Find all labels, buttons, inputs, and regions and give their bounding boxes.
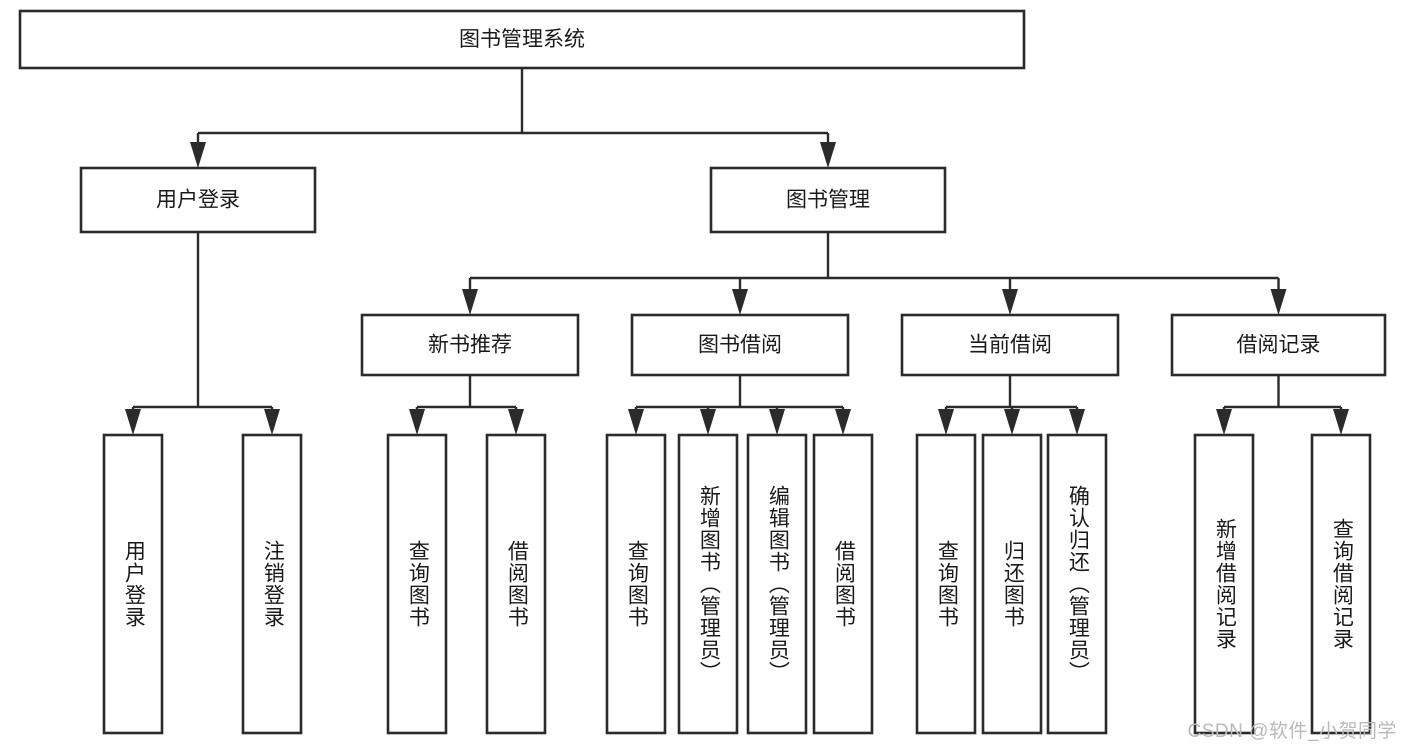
arrow-head-icon [264, 409, 280, 435]
level2-node-label: 借阅记录 [1237, 334, 1321, 357]
leaf-node-box[interactable] [241, 433, 303, 735]
arrow-head-icon [820, 142, 836, 168]
level2-node-label: 新书推荐 [428, 334, 512, 357]
leaf-node-box[interactable] [1310, 433, 1372, 735]
level2-node-box[interactable] [630, 313, 850, 377]
arrow-head-icon [769, 409, 785, 435]
root-node-box[interactable] [18, 9, 1026, 70]
arrow-head-icon [508, 409, 524, 435]
arrow-head-icon [1333, 409, 1349, 435]
leaf-node-9[interactable] [915, 433, 977, 735]
leaf-node-10[interactable] [981, 433, 1043, 735]
root-node-label: 图书管理系统 [459, 28, 585, 51]
level1-node-2[interactable]: 图书管理 [709, 166, 947, 234]
leaf-node-2[interactable] [241, 433, 303, 735]
arrow-head-icon [732, 289, 748, 315]
leaf-node-box[interactable] [677, 433, 739, 735]
leaf-node-13[interactable] [1310, 433, 1372, 735]
level1-node-box[interactable] [709, 166, 947, 234]
arrow-head-icon [835, 409, 851, 435]
leaf-node-12[interactable] [1193, 433, 1255, 735]
arrow-head-icon [628, 409, 644, 435]
arrow-head-icon [700, 409, 716, 435]
leaf-node-11[interactable] [1046, 433, 1108, 735]
level2-node-2[interactable]: 图书借阅 [630, 313, 850, 377]
arrow-head-icon [409, 409, 425, 435]
leaf-node-box[interactable] [981, 433, 1043, 735]
level2-node-box[interactable] [900, 313, 1120, 377]
leaf-node-1[interactable] [102, 433, 164, 735]
level1-node-1[interactable]: 用户登录 [79, 166, 317, 234]
leaf-node-box[interactable] [746, 433, 808, 735]
level1-node-label: 用户登录 [156, 189, 240, 212]
leaf-node-4[interactable] [485, 433, 547, 735]
connector-layer [125, 68, 1349, 435]
arrow-head-icon [938, 409, 954, 435]
arrow-head-icon [190, 142, 206, 168]
leaf-node-3[interactable] [386, 433, 448, 735]
level2-node-1[interactable]: 新书推荐 [360, 313, 580, 377]
leaf-node-box[interactable] [1046, 433, 1108, 735]
level2-node-box[interactable] [1170, 313, 1387, 377]
watermark-label: CSDN @软件_小贺同学 [1187, 721, 1397, 742]
leaf-node-box[interactable] [915, 433, 977, 735]
leaf-node-box[interactable] [386, 433, 448, 735]
leaf-node-box[interactable] [1193, 433, 1255, 735]
leaf-node-7[interactable] [746, 433, 808, 735]
level2-node-4[interactable]: 借阅记录 [1170, 313, 1387, 377]
root-node-1[interactable]: 图书管理系统 [18, 9, 1026, 70]
leaf-node-8[interactable] [812, 433, 874, 735]
leaf-node-5[interactable] [605, 433, 667, 735]
leaf-node-box[interactable] [812, 433, 874, 735]
level2-node-box[interactable] [360, 313, 580, 377]
level2-node-label: 图书借阅 [698, 334, 782, 357]
level2-node-3[interactable]: 当前借阅 [900, 313, 1120, 377]
leaf-node-box[interactable] [605, 433, 667, 735]
arrow-head-icon [1270, 289, 1287, 315]
level1-node-box[interactable] [79, 166, 317, 234]
arrow-head-icon [462, 289, 478, 315]
arrow-head-icon [1004, 409, 1020, 435]
leaf-node-box[interactable] [485, 433, 547, 735]
arrow-head-icon [1216, 409, 1232, 435]
level1-node-label: 图书管理 [786, 189, 870, 212]
leaf-node-box[interactable] [102, 433, 164, 735]
arrow-head-icon [1069, 409, 1085, 435]
leaf-node-6[interactable] [677, 433, 739, 735]
arrow-head-icon [125, 409, 141, 435]
arrow-head-icon [1002, 289, 1018, 315]
level2-node-label: 当前借阅 [968, 334, 1052, 357]
